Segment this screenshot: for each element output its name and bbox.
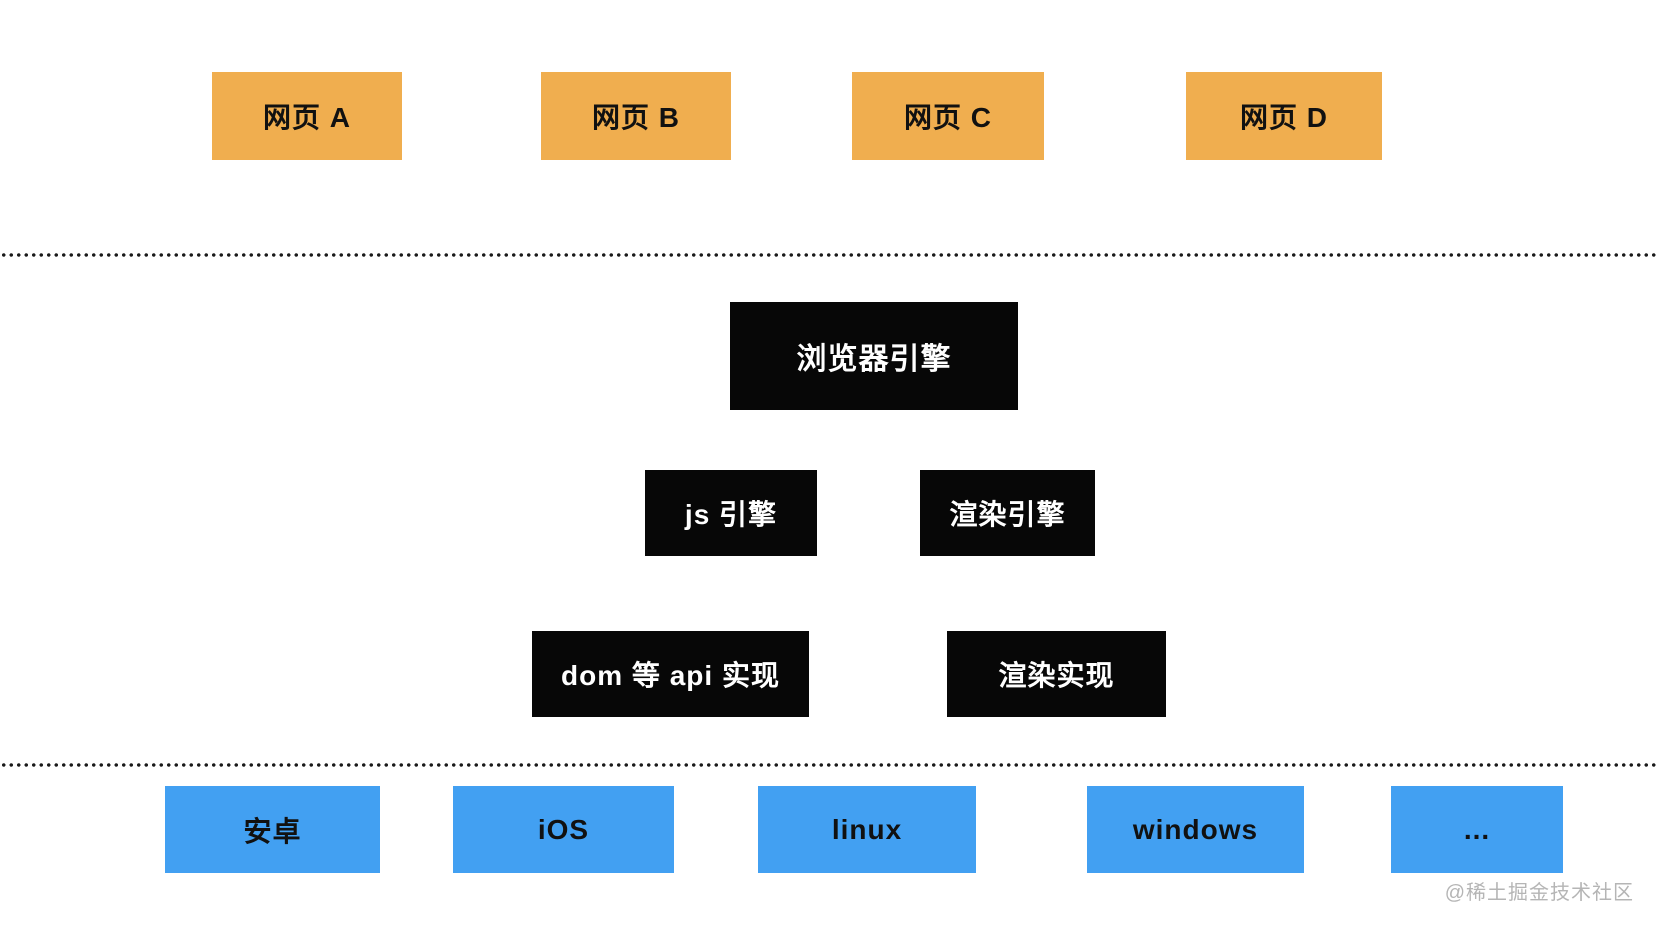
browser-engine-box: 浏览器引擎: [730, 302, 1018, 410]
render-engine-box: 渲染引擎: [920, 470, 1095, 556]
js-engine-box: js 引擎: [645, 470, 817, 556]
render-implementation-box: 渲染实现: [947, 631, 1166, 717]
separator-line-bottom: [0, 762, 1656, 768]
platform-android-box: 安卓: [165, 786, 380, 873]
watermark: @稀土掘金技术社区: [1444, 882, 1634, 904]
dom-api-implementation-box: dom 等 api 实现: [532, 631, 809, 717]
webpage-c-box: 网页 C: [852, 72, 1044, 160]
platform-ios-box: iOS: [453, 786, 674, 873]
webpage-d-box: 网页 D: [1186, 72, 1382, 160]
webpage-b-box: 网页 B: [541, 72, 731, 160]
platform-linux-box: linux: [758, 786, 976, 873]
webpage-a-box: 网页 A: [212, 72, 402, 160]
platform-ellipsis-box: ...: [1391, 786, 1563, 873]
platform-windows-box: windows: [1087, 786, 1304, 873]
separator-line-top: [0, 252, 1656, 258]
